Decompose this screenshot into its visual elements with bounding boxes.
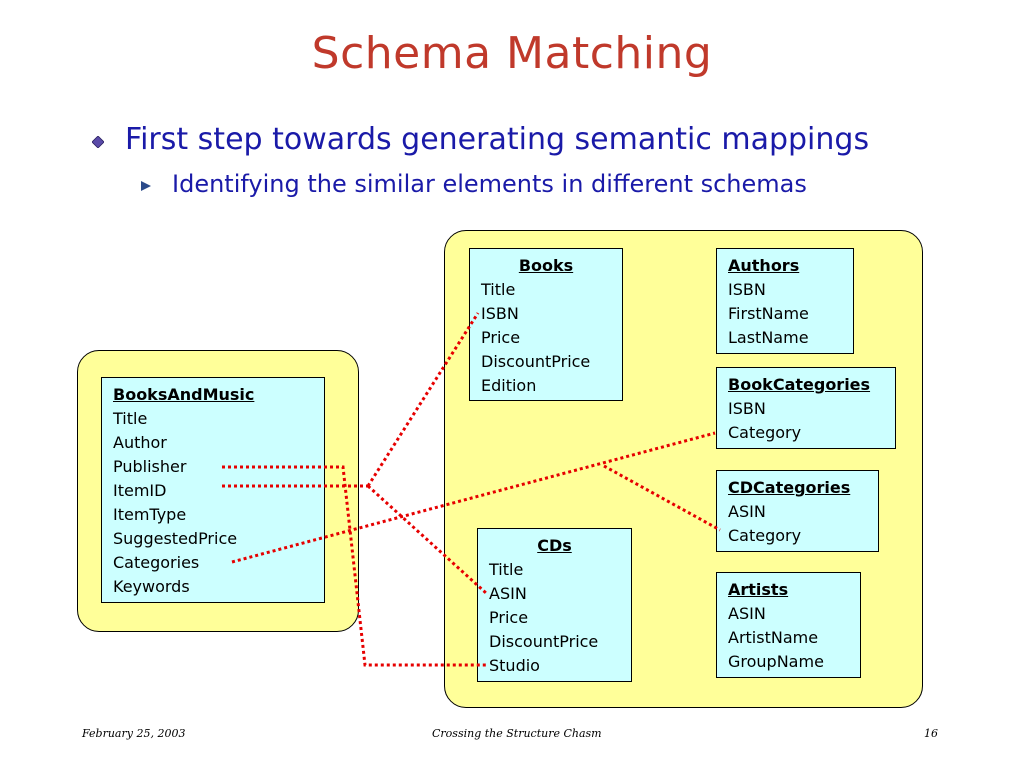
schema-header: CDs: [537, 536, 572, 555]
schema-booksandmusic: BooksAndMusic Title Author Publisher Ite…: [101, 377, 325, 603]
diamond-bullet-icon: [92, 136, 104, 148]
schema-books: Books Title ISBN Price DiscountPrice Edi…: [469, 248, 623, 401]
footer-talk-title: Crossing the Structure Chasm: [432, 727, 602, 740]
schema-field: LastName: [728, 328, 809, 347]
schema-field: Price: [489, 608, 529, 627]
schema-field: ASIN: [489, 584, 527, 603]
schema-header: BookCategories: [728, 375, 871, 394]
schema-header: Authors: [728, 256, 800, 275]
schema-field: Keywords: [113, 577, 190, 596]
schema-field: Title: [481, 280, 516, 299]
schema-field: Category: [728, 423, 802, 442]
link-itemid-isbn: [366, 312, 480, 487]
schema-field: Publisher: [113, 457, 187, 476]
schema-field: SuggestedPrice: [113, 529, 238, 548]
schema-field: Studio: [489, 656, 540, 675]
footer-page-number: 16: [924, 727, 938, 740]
schema-authors: Authors ISBN FirstName LastName: [716, 248, 854, 354]
schema-field: DiscountPrice: [489, 632, 599, 651]
schema-field: Categories: [113, 553, 200, 572]
schema-field: ISBN: [728, 399, 766, 418]
schema-field: Title: [113, 409, 148, 428]
schema-field: ISBN: [481, 304, 519, 323]
schema-artists: Artists ASIN ArtistName GroupName: [716, 572, 861, 678]
link-itemid-asin: [366, 484, 488, 595]
schema-field: Edition: [481, 376, 537, 395]
schema-cdcategories: CDCategories ASIN Category: [716, 470, 879, 552]
schema-field: ASIN: [728, 502, 766, 521]
triangle-bullet-icon: [141, 181, 151, 191]
schema-header: BooksAndMusic: [113, 385, 255, 404]
schema-header: Books: [518, 256, 574, 275]
schema-field: Category: [728, 526, 802, 545]
bullet-text: First step towards generating semantic m…: [125, 122, 870, 157]
schema-field: ArtistName: [728, 628, 819, 647]
link-categories-cdcategory: [603, 464, 721, 532]
link-publisher-studio: [222, 465, 486, 667]
schema-field: Author: [113, 433, 167, 452]
schema-field: ItemID: [113, 481, 167, 500]
footer-date: February 25, 2003: [82, 727, 186, 740]
schema-field: ISBN: [728, 280, 766, 299]
schema-field: Price: [481, 328, 521, 347]
schema-header: Artists: [728, 580, 789, 599]
slide-title: Schema Matching: [311, 28, 713, 79]
schema-field: ASIN: [728, 604, 766, 623]
schema-field: GroupName: [728, 652, 824, 671]
schema-field: FirstName: [728, 304, 809, 323]
link-categories-bookcategory: [231, 431, 716, 564]
schema-field: Title: [489, 560, 524, 579]
schema-bookcategories: BookCategories ISBN Category: [716, 367, 896, 449]
sub-bullet-text: Identifying the similar elements in diff…: [172, 170, 807, 198]
schema-field: DiscountPrice: [481, 352, 591, 371]
schema-field: ItemType: [113, 505, 187, 524]
schema-header: CDCategories: [728, 478, 851, 497]
schema-cds: CDs Title ASIN Price DiscountPrice Studi…: [477, 528, 632, 682]
